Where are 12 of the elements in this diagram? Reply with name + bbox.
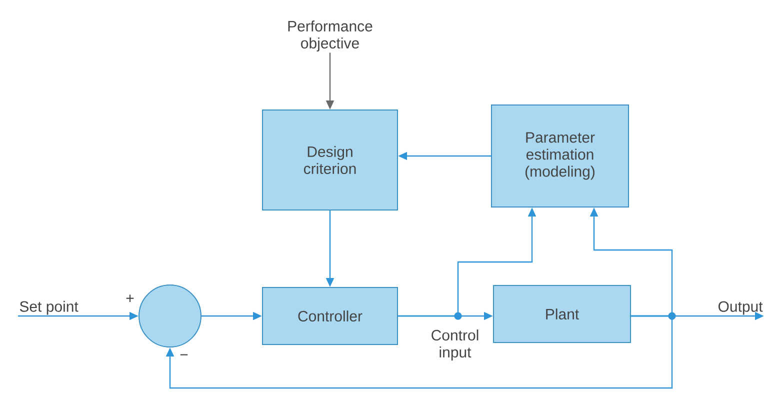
arrow [166,315,673,389]
signal-label: Set point [20,300,78,315]
block-box: Plant [493,285,631,343]
sign-label: − [180,354,188,356]
signal-label: Output [718,301,763,315]
summing-junction [138,284,202,348]
block-box: Controller [262,287,398,345]
signal-label: Performance objective [288,20,372,52]
block-box: Design criterion [262,110,398,210]
block-box: Parameter estimation (modeling) [491,104,629,208]
sign-label: + [126,294,134,302]
signal-label: Control input [432,330,478,360]
